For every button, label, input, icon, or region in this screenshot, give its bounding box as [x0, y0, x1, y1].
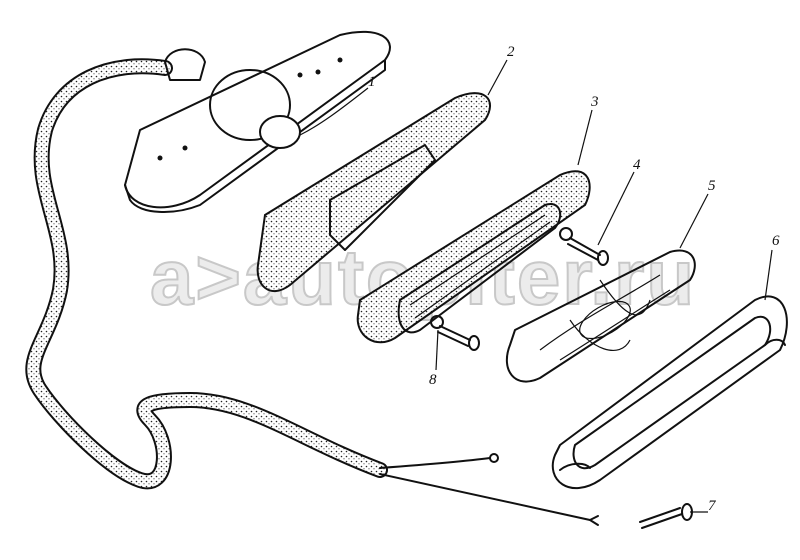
- callout-1: 1: [368, 74, 376, 90]
- bulb: [259, 115, 301, 149]
- callout-2: 2: [507, 44, 515, 60]
- screw-7: [639, 503, 693, 529]
- callout-8: 8: [429, 372, 437, 388]
- screw-8: [437, 325, 480, 351]
- screw-4: [567, 237, 609, 266]
- callout-4: 4: [633, 157, 641, 173]
- lens: [505, 249, 696, 383]
- callout-5: 5: [708, 178, 716, 194]
- cable: [25, 58, 599, 526]
- gasket: [256, 92, 491, 292]
- callout-7: 7: [708, 498, 716, 514]
- callout-3: 3: [591, 94, 599, 110]
- frame: [356, 170, 591, 344]
- leader-lines: [299, 59, 773, 513]
- rim: [551, 295, 788, 490]
- callout-6: 6: [772, 233, 780, 249]
- housing-plate: [124, 30, 391, 213]
